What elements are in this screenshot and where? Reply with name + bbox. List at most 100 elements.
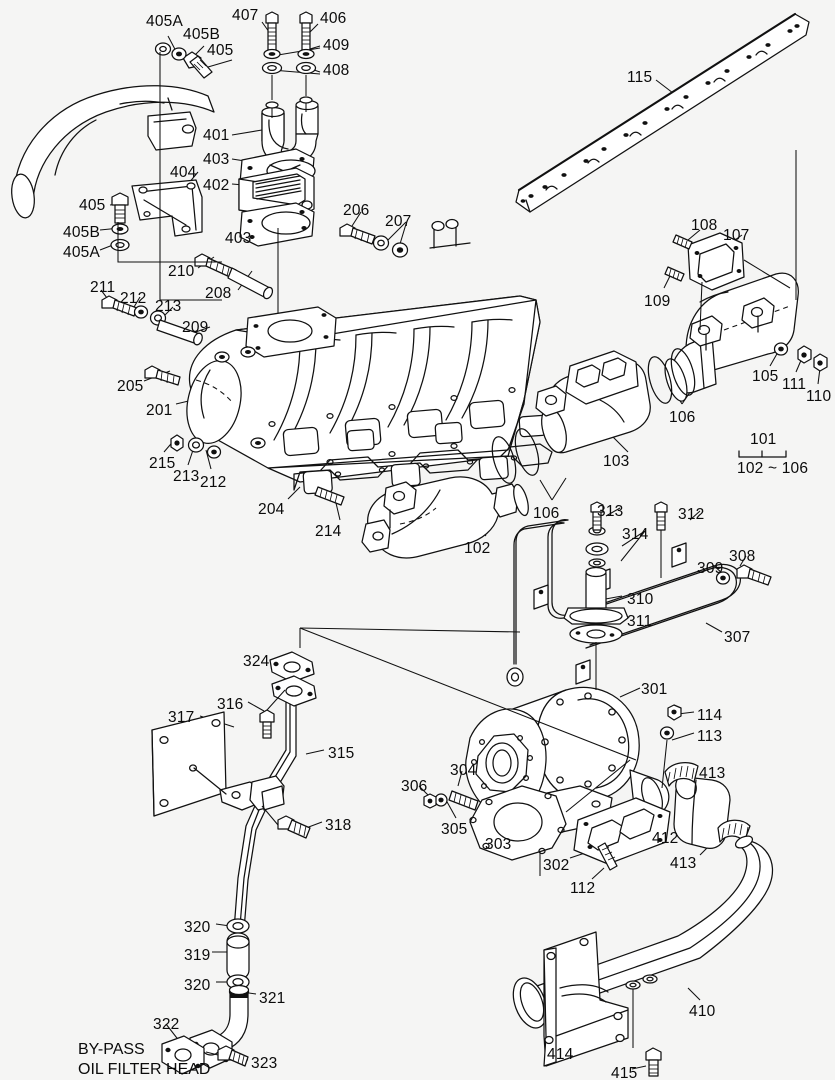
callout-106: 106 [669, 409, 696, 426]
callout-406: 406 [320, 10, 347, 27]
callout-315: 315 [328, 745, 355, 762]
part-407-bolt [265, 11, 279, 51]
part-212-spring-washer-b [206, 445, 222, 459]
callout-405: 405 [207, 42, 234, 59]
callout-209: 209 [182, 319, 209, 336]
part-323-bolt [205, 1045, 249, 1067]
callout-208: 208 [205, 285, 232, 302]
callout-410: 410 [689, 1003, 716, 1020]
part-318-bolt [261, 805, 311, 839]
part-110-nuts [797, 345, 828, 372]
callout-320: 320 [184, 977, 211, 994]
callout-210: 210 [168, 263, 195, 280]
note-line-1: BY-PASS [78, 1041, 145, 1058]
callout-112: 112 [570, 880, 596, 897]
part-214-stud [314, 486, 345, 506]
part-403-gasket-lower [239, 202, 315, 247]
callout-407: 407 [232, 7, 259, 24]
part-105-air-inlet-elbow [664, 272, 799, 402]
construction-lines [117, 150, 797, 761]
part-212-spring-washer-a [133, 305, 149, 319]
note-line-2: OIL FILTER HEAD [78, 1061, 211, 1078]
callout-110: 110 [806, 388, 832, 405]
callout-307: 307 [724, 629, 751, 646]
callout-405: 405 [79, 197, 106, 214]
callout-323: 323 [251, 1055, 278, 1072]
callout-401: 401 [203, 127, 230, 144]
callout-214: 214 [315, 523, 342, 540]
callout-405B: 405B [63, 224, 100, 241]
callout-213: 213 [173, 468, 200, 485]
callout-204: 204 [258, 501, 285, 518]
callout-108: 108 [691, 217, 718, 234]
part-324-gasket [269, 628, 315, 683]
callout-213: 213 [155, 298, 182, 315]
part-107-gasket [687, 232, 791, 331]
group-label-range: 102 ~ 106 [737, 460, 809, 477]
part-303-turbine-gasket [469, 759, 631, 861]
part-306-nut [423, 793, 437, 809]
callout-309: 309 [697, 560, 724, 577]
part-304-stud [448, 790, 479, 811]
part-405B-spring-washer-upper [171, 47, 187, 61]
group-callout-bracket [738, 450, 787, 458]
callout-308: 308 [729, 548, 756, 565]
callout-113: 113 [697, 728, 723, 745]
callout-324: 324 [243, 653, 270, 670]
part-408-washers [261, 61, 317, 75]
part-205-bolt [144, 365, 181, 386]
callout-320: 320 [184, 919, 211, 936]
callout-312: 312 [678, 506, 705, 523]
part-308-bolt [736, 564, 772, 586]
part-405A-washer-lower [110, 238, 130, 252]
bypass-oil-filter-head-note: BY-PASS OIL FILTER HEAD [78, 1040, 210, 1080]
callout-103: 103 [603, 453, 630, 470]
part-409-spring-washers [263, 48, 315, 60]
callout-303: 303 [485, 836, 512, 853]
callout-405B: 405B [183, 26, 220, 43]
heater-mount-boss-b [299, 96, 313, 104]
part-413-clamp-upper [664, 762, 699, 787]
callout-212: 212 [200, 474, 227, 491]
callout-304: 304 [450, 762, 477, 779]
callout-404: 404 [170, 164, 197, 181]
callout-321: 321 [259, 990, 286, 1007]
part-109-stud [664, 266, 685, 282]
part-414-exhaust-bracket [543, 931, 658, 1067]
part-314-o-rings [585, 526, 609, 568]
part-315-flange [271, 675, 317, 707]
part-211-bolt [101, 295, 138, 317]
callout-409: 409 [323, 37, 350, 54]
callout-311: 311 [627, 613, 653, 630]
callout-415: 415 [611, 1065, 638, 1080]
part-207-washers [372, 235, 409, 258]
group-label-101: 101 [750, 431, 777, 448]
part-317-tube-clamp [193, 767, 285, 811]
part-114-nut [667, 704, 682, 721]
part-412-oil-filter [673, 774, 731, 850]
part-405-bolt-lower [111, 192, 129, 224]
callout-105: 105 [752, 368, 779, 385]
callout-106: 106 [533, 505, 560, 522]
callout-206: 206 [343, 202, 370, 219]
callout-107: 107 [723, 227, 750, 244]
callout-322: 322 [153, 1016, 180, 1033]
callout-314: 314 [622, 526, 649, 543]
callout-318: 318 [325, 817, 352, 834]
callout-310: 310 [627, 591, 654, 608]
part-204-manifold-gasket [293, 414, 553, 495]
part-319-rubber-hose [226, 932, 250, 980]
part-313-bolt [590, 501, 604, 531]
part-106-o-rings-right [647, 348, 696, 404]
callout-115: 115 [627, 69, 653, 86]
callout-316: 316 [217, 696, 244, 713]
callout-301: 301 [641, 681, 668, 698]
callout-413: 413 [670, 855, 697, 872]
callout-215: 215 [149, 455, 176, 472]
part-215-nut [170, 434, 184, 452]
part-406-bolt [299, 11, 313, 51]
part-322-gasket [161, 1035, 205, 1075]
callout-403: 403 [225, 230, 252, 247]
part-111-spring-washer [773, 342, 789, 356]
